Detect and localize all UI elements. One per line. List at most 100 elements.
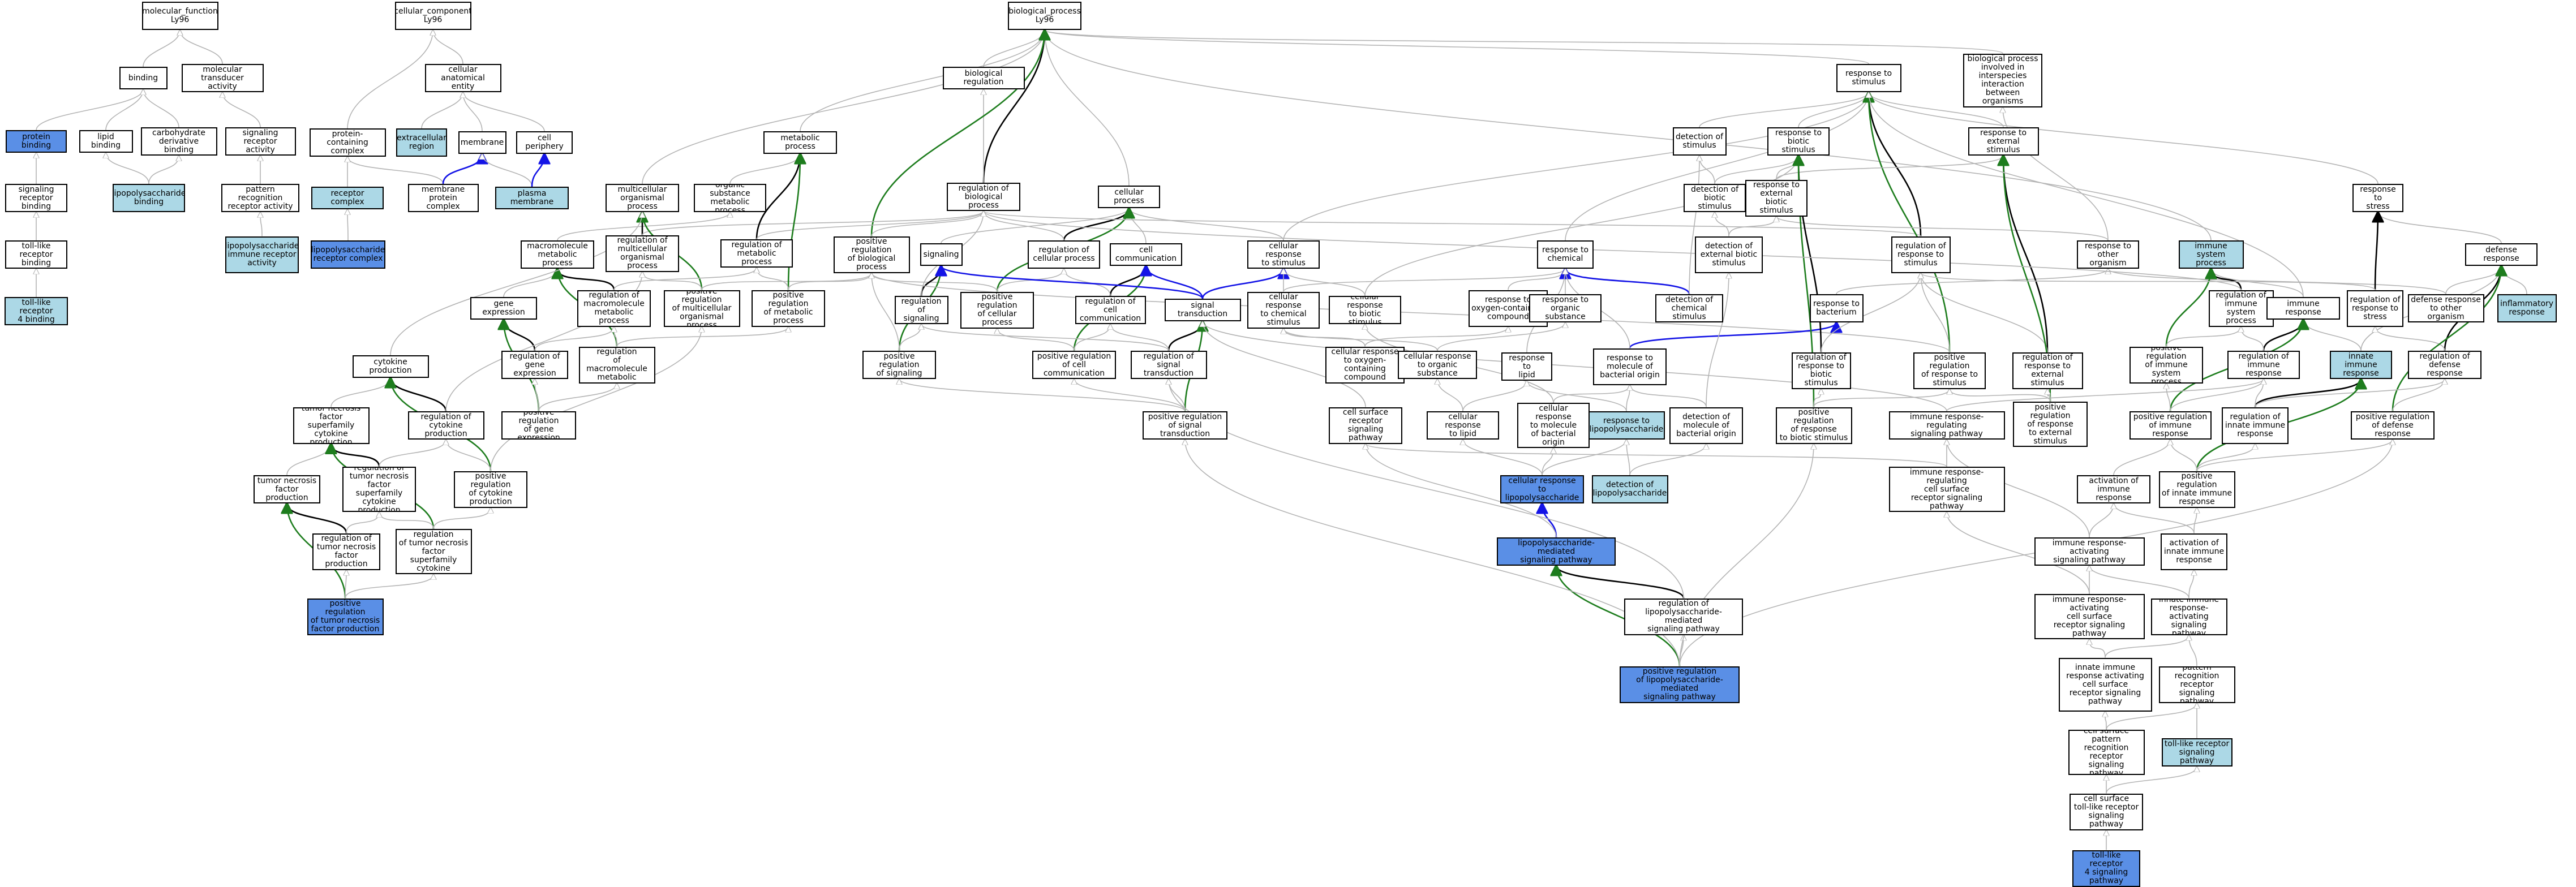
go-term-node-resp-molecule-bacterial[interactable]: response to molecule of bacterial origin <box>1593 348 1667 385</box>
go-term-node-reg-tnf-superfamily[interactable]: regulation of tumor necrosis factor supe… <box>342 467 416 512</box>
go-term-node-bio-regulation[interactable]: biological regulation <box>942 67 1025 89</box>
go-term-node-lps-immune-receptor-activity[interactable]: lipopolysaccharide immune receptor activ… <box>225 236 299 273</box>
go-term-node-reg-immune-system-process[interactable]: regulation of immune system process <box>2208 290 2274 327</box>
go-term-node-protein-binding[interactable]: protein binding <box>6 130 67 153</box>
go-term-node-metabolic-process[interactable]: metabolic process <box>763 131 837 154</box>
go-term-node-tnf-production[interactable]: tumor necrosis factor production <box>254 475 320 503</box>
go-term-node-sig-receptor-activity[interactable]: signaling receptor activity <box>225 127 296 156</box>
go-term-node-toll-like4-binding[interactable]: toll-like receptor 4 binding <box>5 297 68 325</box>
go-term-node-reg-signal-transduction[interactable]: regulation of signal transduction <box>1130 351 1207 379</box>
go-term-node-cell-periphery[interactable]: cell periphery <box>516 131 573 154</box>
go-term-node-mol-transducer[interactable]: molecular transducer activity <box>181 64 264 92</box>
go-term-node-detection-biotic[interactable]: detection of biotic stimulus <box>1684 184 1746 212</box>
go-term-node-pos-reg-metabolic[interactable]: positive regulation of metabolic process <box>752 290 825 327</box>
go-term-node-cellular-resp-oxygen[interactable]: cellular response to oxygen-containing c… <box>1325 346 1405 384</box>
go-term-node-reg-innate-immune-response[interactable]: regulation of innate immune response <box>2222 407 2289 444</box>
go-term-node-lps-binding[interactable]: lipopolysaccharide binding <box>113 184 185 212</box>
go-term-node-pos-reg-gene-expression[interactable]: positive regulation of gene expression <box>501 411 576 440</box>
go-term-node-pos-reg-immune-response[interactable]: positive regulation of immune response <box>2129 411 2212 440</box>
go-term-node-toll-like-pathway[interactable]: toll-like receptor signaling pathway <box>2161 738 2232 767</box>
go-term-node-detection-lps[interactable]: detection of lipopolysaccharide <box>1591 475 1668 503</box>
go-term-node-pattern-recog-activity[interactable]: pattern recognition receptor activity <box>221 184 299 212</box>
go-term-node-reg-immune-response[interactable]: regulation of immune response <box>2227 351 2300 379</box>
go-term-node-detection-chemical[interactable]: detection of chemical stimulus <box>1655 294 1723 322</box>
go-term-node-extracellular-region[interactable]: extracellular region <box>396 128 447 157</box>
go-term-node-pos-reg-innate-immune-response[interactable]: positive regulation of innate immune res… <box>2158 471 2235 508</box>
go-term-node-pos-reg-cell-communication[interactable]: positive regulation of cell communicatio… <box>1032 351 1116 379</box>
go-term-node-reg-cytokine-production[interactable]: regulation of cytokine production <box>407 411 484 440</box>
go-term-node-immune-system-process[interactable]: immune system process <box>2178 240 2244 269</box>
go-term-node-resp-biotic[interactable]: response to biotic stimulus <box>1767 127 1830 156</box>
go-term-node-macromolecule-metab[interactable]: macromolecule metabolic process <box>521 240 594 269</box>
go-term-node-pos-reg-lps-mediated-pathway[interactable]: positive regulation of lipopolysaccharid… <box>1620 666 1740 703</box>
go-term-node-signal-transduction[interactable]: signal transduction <box>1164 299 1241 321</box>
go-term-node-lps-mediated-pathway[interactable]: lipopolysaccharide-mediated signaling pa… <box>1497 537 1616 566</box>
go-term-node-pos-reg-macromolecule-metab[interactable]: positive regulation of macromolecule met… <box>578 346 655 384</box>
go-term-node-reg-metabolic[interactable]: regulation of metabolic process <box>720 239 793 268</box>
go-term-node-immune-resp-regulating-pathway[interactable]: immune response-regulating signaling pat… <box>1888 411 2005 440</box>
go-term-node-cellular-resp-lps[interactable]: cellular response to lipopolysaccharide <box>1500 475 1584 503</box>
go-term-node-tnf-superfamily-production[interactable]: tumor necrosis factor superfamily cytoki… <box>293 407 370 444</box>
go-term-node-resp-bacterium[interactable]: response to bacterium <box>1809 294 1864 322</box>
go-term-node-cellular-resp-stimulus[interactable]: cellular response to stimulus <box>1247 240 1320 269</box>
go-term-node-pos-reg-immune-system-process[interactable]: positive regulation of immune system pro… <box>2130 346 2203 384</box>
go-term-node-cellular-resp-chemical[interactable]: cellular response to chemical stimulus <box>1247 291 1320 329</box>
go-term-node-innate-immune-response[interactable]: innate immune response <box>2330 351 2392 379</box>
go-term-node-reg-cell-communication[interactable]: regulation of cell communication <box>1075 296 1146 324</box>
go-term-node-reg-macromolecule-metab[interactable]: regulation of macromolecule metabolic pr… <box>577 290 651 327</box>
go-term-node-defense-resp-other-organism[interactable]: defense response to other organism <box>2407 294 2484 322</box>
go-term-node-pos-reg-resp-stimulus[interactable]: positive regulation of response to stimu… <box>1913 352 1986 389</box>
go-term-node-plasma-membrane[interactable]: plasma membrane <box>495 187 569 209</box>
go-term-node-innate-immune-cell-surface[interactable]: innate immune response activating cell s… <box>2058 657 2152 712</box>
go-term-node-cellular-resp-lipid[interactable]: cellular response to lipid <box>1427 411 1499 440</box>
go-term-node-reg-multicellular[interactable]: regulation of multicellular organismal p… <box>606 235 679 272</box>
go-term-node-resp-lps[interactable]: response to lipopolysaccharide <box>1588 411 1665 440</box>
go-term-node-pattern-recog-pathway[interactable]: pattern recognition receptor signaling p… <box>2158 666 2235 703</box>
go-term-node-cellular-resp-molecule-bacterial[interactable]: cellular response to molecule of bacteri… <box>1517 403 1590 448</box>
go-term-node-innate-immune-activating-pathway[interactable]: innate immune response-activating signal… <box>2150 598 2227 635</box>
go-term-node-pos-reg-signaling[interactable]: positive regulation of signaling <box>862 351 936 379</box>
go-term-node-pos-reg-tnf-production[interactable]: positive regulation of tumor necrosis fa… <box>307 598 384 635</box>
go-term-node-binding[interactable]: binding <box>119 67 168 89</box>
go-term-node-pos-reg-cytokine-production[interactable]: positive regulation of cytokine producti… <box>454 471 527 508</box>
go-term-node-resp-lipid[interactable]: response to lipid <box>1501 352 1552 381</box>
go-term-node-pos-reg-resp-biotic[interactable]: positive regulation of response to bioti… <box>1775 407 1852 444</box>
go-term-node-pos-reg-bio-process[interactable]: positive regulation of biological proces… <box>833 236 910 273</box>
go-term-node-multicellular-process[interactable]: multicellular organismal process <box>606 184 679 212</box>
go-term-node-pos-reg-tnf-superfamily[interactable]: positive regulation of tumor necrosis fa… <box>395 529 472 574</box>
go-term-node-resp-organic-substance[interactable]: response to organic substance <box>1529 294 1602 322</box>
go-term-node-pos-reg-defense-response[interactable]: positive regulation of defense response <box>2351 411 2435 440</box>
go-term-node-resp-chemical[interactable]: response to chemical <box>1537 240 1594 269</box>
go-term-node-cell-surface-receptor-pathway[interactable]: cell surface receptor signaling pathway <box>1329 407 1402 444</box>
go-term-node-carb-deriv-binding[interactable]: carbohydrate derivative binding <box>140 127 217 156</box>
go-term-node-reg-cellular-process[interactable]: regulation of cellular process <box>1028 240 1100 269</box>
go-term-node-pos-reg-resp-external[interactable]: positive regulation of response to exter… <box>2013 402 2088 447</box>
go-term-node-reg-lps-mediated-pathway[interactable]: regulation of lipopolysaccharide-mediate… <box>1624 598 1743 635</box>
go-term-node-immune-resp-regulating-cell-surface[interactable]: immune response-regulating cell surface … <box>1888 467 2005 512</box>
go-term-node-gene-expression[interactable]: gene expression <box>470 297 537 320</box>
go-term-node-sig-receptor-binding[interactable]: signaling receptor binding <box>5 184 67 212</box>
go-term-node-interspecies-interaction[interactable]: biological process involved in interspec… <box>1963 53 2042 107</box>
go-term-node-cell-surface-toll-like-pathway[interactable]: cell surface toll-like receptor signalin… <box>2070 793 2143 830</box>
go-term-node-receptor-complex[interactable]: receptor complex <box>311 187 384 209</box>
go-term-node-cytokine-production[interactable]: cytokine production <box>352 355 429 378</box>
go-term-node-cell-surface-pattern-recog-pathway[interactable]: cell surface pattern recognition recepto… <box>2068 730 2145 775</box>
go-term-node-toll-like4-pathway[interactable]: toll-like receptor 4 signaling pathway <box>2072 850 2140 887</box>
go-term-node-resp-external[interactable]: response to external stimulus <box>1968 127 2039 156</box>
go-term-node-detection-molecule-bacterial[interactable]: detection of molecule of bacterial origi… <box>1669 407 1743 444</box>
go-term-node-cell-communication[interactable]: cell communication <box>1110 243 1182 266</box>
go-term-node-reg-resp-external[interactable]: regulation of response to external stimu… <box>2012 352 2083 389</box>
go-term-node-protein-containing-complex[interactable]: protein-containing complex <box>309 128 386 157</box>
go-term-node-resp-stress[interactable]: response to stress <box>2352 184 2403 212</box>
go-term-node-activation-innate-immune[interactable]: activation of innate immune response <box>2161 533 2227 570</box>
go-term-node-pos-reg-cellular-process[interactable]: positive regulation of cellular process <box>960 291 1034 329</box>
go-term-node-immune-response[interactable]: immune response <box>2266 297 2340 320</box>
go-term-node-activation-immune-response[interactable]: activation of immune response <box>2077 475 2150 503</box>
go-term-node-cell-anat-entity[interactable]: cellular anatomical entity <box>424 64 501 92</box>
go-term-node-bp-root[interactable]: biological_process Ly96 <box>1008 2 1081 30</box>
go-term-node-cellular-resp-biotic[interactable]: cellular response to biotic stimulus <box>1329 296 1401 324</box>
go-term-node-reg-signaling[interactable]: regulation of signaling <box>894 296 948 324</box>
go-term-node-cc-root[interactable]: cellular_component Ly96 <box>394 2 471 30</box>
go-term-node-cellular-resp-organic[interactable]: cellular response to organic substance <box>1398 351 1477 379</box>
go-term-node-toll-like-binding[interactable]: toll-like receptor binding <box>5 240 67 269</box>
